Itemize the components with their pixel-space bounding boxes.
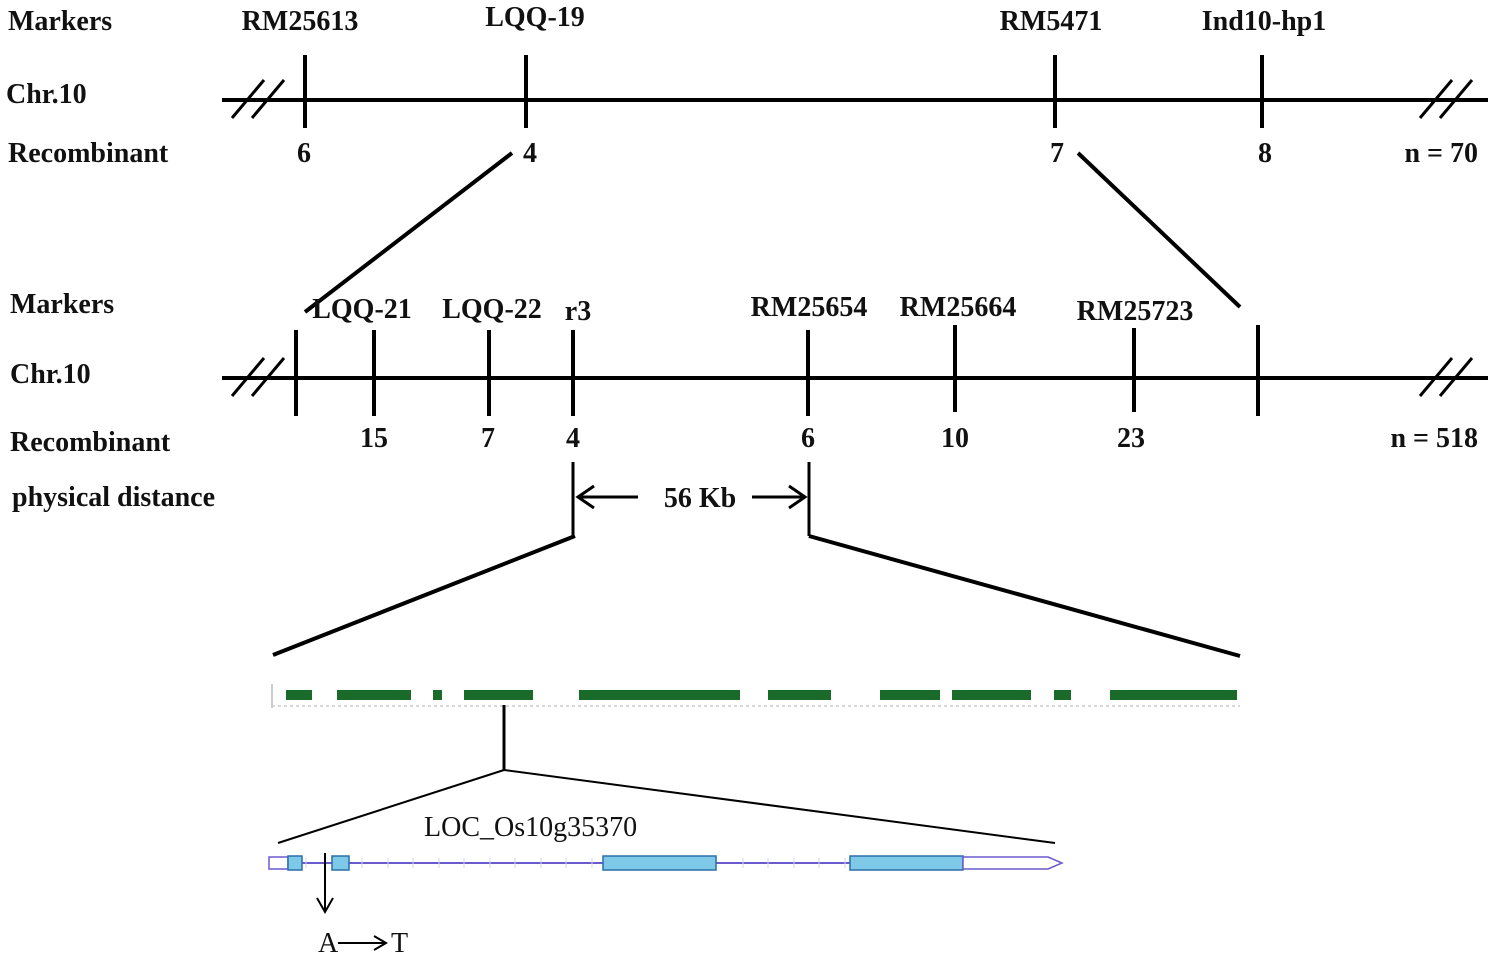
map1-recombinant-count: 7 — [1050, 138, 1064, 169]
zoom-connector-left-3 — [277, 769, 505, 844]
map2-markers-label: Markers — [10, 289, 114, 320]
mutation-new-base: T — [391, 928, 408, 959]
exon-2 — [331, 855, 350, 871]
predicted-gene — [579, 690, 740, 700]
predicted-gene — [337, 690, 411, 700]
map1-markers-label: Markers — [8, 6, 112, 37]
map1-recombinant-label: Recombinant — [8, 138, 169, 169]
map2-population-size: n = 518 — [1390, 423, 1478, 454]
distance-arrow-right — [752, 484, 808, 510]
gene-scale-ticks — [305, 858, 846, 868]
map2-break-left — [230, 357, 286, 397]
map2-break-right — [1418, 357, 1474, 397]
map1-marker-name: LQQ-19 — [485, 2, 585, 33]
exon-4 — [849, 855, 964, 871]
map1: Markers Chr.10 Recombinant RM25613 6 LQQ… — [6, 2, 1488, 169]
map2-recombinant-label: Recombinant — [10, 427, 171, 458]
map1-recombinant-count: 6 — [297, 138, 311, 169]
map1-recombinant-count: 4 — [523, 138, 537, 169]
three-prime-utr — [962, 856, 1064, 870]
predicted-gene-candidate — [464, 690, 533, 700]
map2-recombinant-count: 7 — [481, 423, 495, 454]
predicted-gene — [952, 690, 1031, 700]
map2-marker-name: r3 — [565, 296, 591, 327]
map2-marker-name: LQQ-21 — [312, 294, 412, 325]
physical-distance-value: 56 Kb — [664, 483, 736, 514]
mutation-original-base: A — [318, 928, 339, 959]
exon-1 — [287, 855, 303, 871]
gene-structure: LOC_Os10g35370 — [268, 812, 1064, 959]
zoom-connector-right-2 — [808, 534, 1241, 658]
predicted-gene — [1054, 690, 1071, 700]
predicted-gene — [880, 690, 940, 700]
map2-recombinant-count: 6 — [801, 423, 815, 454]
predicted-gene — [286, 690, 312, 700]
map1-chr-label: Chr.10 — [6, 79, 87, 110]
zoom-connector-right-3 — [503, 769, 1056, 844]
map2-recombinant-count: 23 — [1117, 423, 1145, 454]
map2-recombinant-count: 4 — [566, 423, 580, 454]
map2-marker-name: LQQ-22 — [442, 294, 542, 325]
zoom-connector-left-2 — [272, 534, 576, 657]
map2-recombinant-count: 15 — [360, 423, 388, 454]
zoom-connector-right — [1076, 151, 1242, 309]
predicted-gene — [1110, 690, 1237, 700]
map2-chr-label: Chr.10 — [10, 359, 91, 390]
map1-population-size: n = 70 — [1404, 138, 1478, 169]
exon-3 — [602, 855, 717, 871]
map1-marker-name: Ind10-hp1 — [1202, 6, 1327, 37]
map2-marker-name: RM25723 — [1077, 296, 1194, 327]
map2-recombinant-count: 10 — [941, 423, 969, 454]
map1-recombinant-count: 8 — [1258, 138, 1272, 169]
map2-distance-label: physical distance — [12, 482, 215, 513]
map2-marker-name: RM25654 — [751, 292, 868, 323]
mutation-site-arrow — [316, 853, 334, 915]
map1-marker-name: RM5471 — [1000, 6, 1103, 37]
five-prime-utr — [268, 856, 289, 870]
zoom-connector-left — [303, 151, 514, 314]
mutation-change-arrow — [338, 935, 388, 951]
map2: Markers Chr.10 Recombinant physical dist… — [10, 289, 1488, 536]
map1-marker-name: RM25613 — [242, 6, 359, 37]
predicted-gene — [433, 690, 442, 700]
annotated-gene-track — [271, 684, 1240, 708]
map2-marker-name: RM25664 — [900, 292, 1017, 323]
map1-break-left — [230, 79, 286, 119]
predicted-gene — [768, 690, 831, 700]
distance-arrow-left — [575, 484, 638, 510]
gene-name: LOC_Os10g35370 — [424, 812, 637, 843]
map1-break-right — [1418, 79, 1474, 119]
